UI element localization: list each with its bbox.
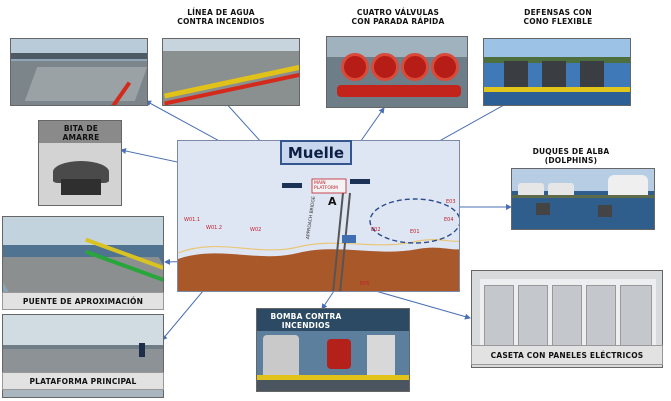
marker-e05: E05	[360, 281, 370, 287]
caption-puente: PUENTE DE APROXIMACIÓN	[2, 292, 164, 310]
marker-e01: E01	[410, 229, 420, 235]
photo-bita: BITA DE AMARRE	[38, 120, 122, 206]
caption-plataforma: PLATAFORMA PRINCIPAL	[2, 372, 164, 390]
map-drawing	[178, 178, 459, 291]
marker-w02: W02	[250, 227, 262, 233]
caption-bita: BITA DE AMARRE	[62, 124, 100, 142]
photo-duques	[511, 168, 655, 230]
jetty-map: MAIN PLATFORM A APPROACH BRIDGE W01.1 W0…	[177, 140, 460, 292]
marker-e04: E04	[444, 217, 454, 223]
photo-linea-agua-1	[10, 38, 148, 106]
caption-bomba: BOMBA CONTRA INCENDIOS	[270, 312, 342, 330]
caption-duques: DUQUES DE ALBA (DOLPHINS)	[532, 147, 610, 165]
muelle-title: Muelle	[280, 140, 352, 165]
photo-linea-agua-2	[162, 38, 300, 106]
photo-defensas	[483, 38, 631, 106]
photo-bomba	[256, 308, 410, 392]
caption-cuatro-valvulas: CUATRO VÁLVULAS CON PARADA RÁPIDA	[351, 8, 445, 26]
caption-caseta: CASETA CON PANELES ELÉCTRICOS	[471, 345, 663, 365]
photo-cuatro-valvulas	[326, 36, 468, 108]
marker-w01-2: W01.2	[206, 225, 223, 231]
main-platform-label: MAIN PLATFORM	[314, 181, 338, 191]
caption-linea-agua: LÍNEA DE AGUA CONTRA INCENDIOS	[177, 8, 265, 26]
caption-defensas: DEFENSAS CON CONO FLEXIBLE	[523, 8, 593, 26]
marker-e02: E02	[371, 227, 381, 233]
marker-w01-1: W01.1	[184, 217, 201, 223]
point-a-label: A	[328, 195, 337, 208]
marker-e03: E03	[446, 199, 456, 205]
